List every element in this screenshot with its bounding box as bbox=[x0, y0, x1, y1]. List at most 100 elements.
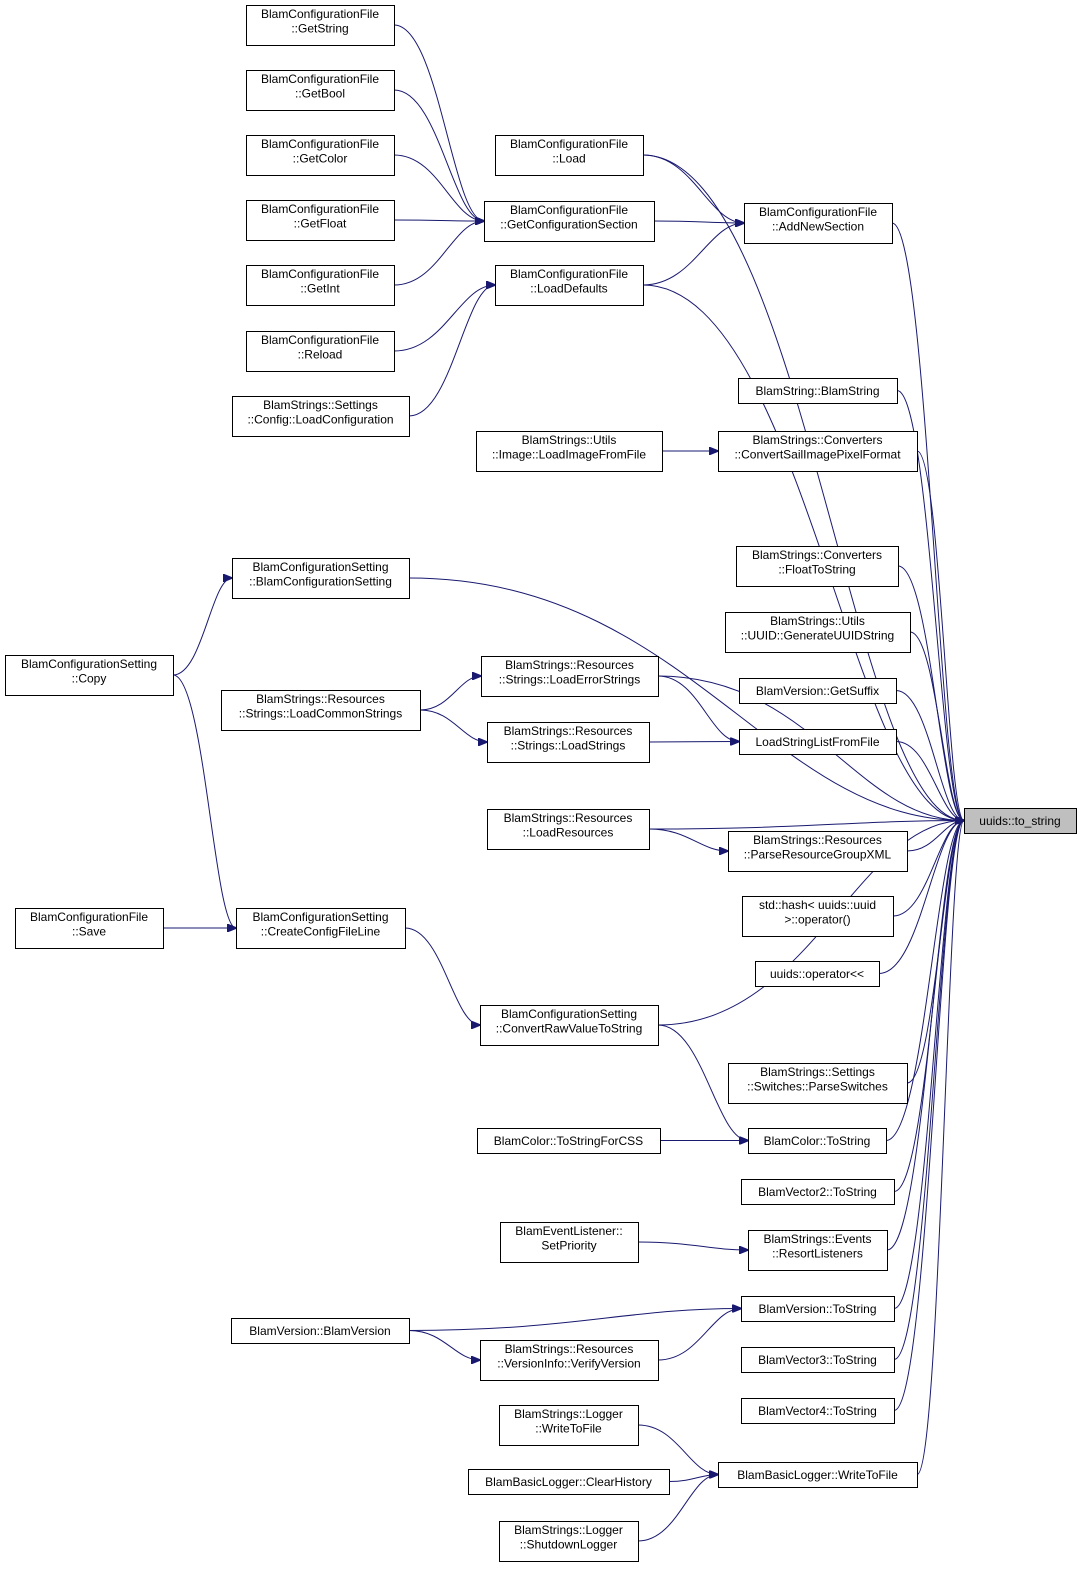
node-loadresources[interactable]: BlamStrings::Resources::LoadResources bbox=[487, 809, 650, 850]
node-parseresourcegroup[interactable]: BlamStrings::Resources::ParseResourceGro… bbox=[728, 831, 908, 872]
node-copy[interactable]: BlamConfigurationSetting::Copy bbox=[5, 655, 174, 696]
node-label: ::Copy bbox=[72, 672, 107, 686]
node-load[interactable]: BlamConfigurationFile::Load bbox=[495, 135, 644, 176]
node-label: BlamColor::ToString bbox=[764, 1134, 871, 1148]
node-box bbox=[246, 331, 395, 372]
node-clearhistory[interactable]: BlamBasicLogger::ClearHistory bbox=[468, 1469, 670, 1495]
node-to-string[interactable]: uuids::to_string bbox=[964, 808, 1077, 834]
edge-copy-to-createconfigfileline bbox=[172, 674, 236, 928]
node-writetofile[interactable]: BlamStrings::Logger::WriteToFile bbox=[499, 1405, 639, 1446]
node-floattostring[interactable]: BlamStrings::Converters::FloatToString bbox=[736, 546, 899, 587]
node-blamstring[interactable]: BlamString::BlamString bbox=[738, 378, 898, 404]
node-label: BlamStrings::Settings bbox=[263, 398, 378, 412]
node-blamversion[interactable]: BlamVersion::BlamVersion bbox=[231, 1318, 410, 1344]
node-label: ::BlamConfigurationSetting bbox=[249, 575, 392, 589]
edge-convertsail-to-to-string bbox=[916, 450, 964, 821]
node-label: SetPriority bbox=[541, 1239, 596, 1253]
node-label: BlamEventListener:: bbox=[515, 1224, 622, 1238]
node-label: ::GetColor bbox=[293, 152, 348, 166]
node-versiontostring[interactable]: BlamVersion::ToString bbox=[741, 1296, 895, 1322]
edge-copy-to-blamconfigsetting bbox=[172, 578, 232, 676]
node-getbool[interactable]: BlamConfigurationFile::GetBool bbox=[246, 70, 395, 111]
node-loaddefaults[interactable]: BlamConfigurationFile::LoadDefaults bbox=[495, 265, 644, 306]
node-loaderrorstrings[interactable]: BlamStrings::Resources::Strings::LoadErr… bbox=[481, 656, 659, 697]
node-convertrawvalue[interactable]: BlamConfigurationSetting::ConvertRawValu… bbox=[480, 1005, 659, 1046]
node-label: BlamConfigurationSetting bbox=[21, 657, 157, 671]
edge-loadstrings-to-loadstringlist bbox=[648, 742, 739, 743]
node-operatorshift[interactable]: uuids::operator<< bbox=[755, 961, 880, 987]
node-getfloat[interactable]: BlamConfigurationFile::GetFloat bbox=[246, 200, 395, 241]
node-box bbox=[480, 1005, 659, 1046]
edge-blamversion-to-versiontostring bbox=[408, 1309, 741, 1331]
node-getcolor[interactable]: BlamConfigurationFile::GetColor bbox=[246, 135, 395, 176]
edge-operatorshift-to-to-string bbox=[878, 821, 964, 974]
node-label: ::Reload bbox=[298, 348, 343, 362]
node-label: BlamStrings::Resources bbox=[504, 811, 633, 825]
edge-loadstringlist-to-to-string bbox=[895, 741, 964, 821]
node-label: ::Load bbox=[552, 152, 585, 166]
edge-parseswitches-to-to-string bbox=[906, 821, 964, 1084]
node-save[interactable]: BlamConfigurationFile::Save bbox=[15, 908, 164, 949]
node-box bbox=[246, 265, 395, 306]
node-label: BlamConfigurationSetting bbox=[252, 910, 388, 924]
node-addnewsection[interactable]: BlamConfigurationFile::AddNewSection bbox=[744, 203, 893, 244]
node-stdhash[interactable]: std::hash< uuids::uuid>::operator() bbox=[742, 896, 894, 937]
node-shutdownlogger[interactable]: BlamStrings::Logger::ShutdownLogger bbox=[499, 1521, 639, 1562]
node-vector2tostring[interactable]: BlamVector2::ToString bbox=[741, 1179, 895, 1205]
node-label: ::Config::LoadConfiguration bbox=[247, 413, 393, 427]
node-tostringforcss[interactable]: BlamColor::ToStringForCSS bbox=[477, 1128, 661, 1154]
node-getint[interactable]: BlamConfigurationFile::GetInt bbox=[246, 265, 395, 306]
node-box bbox=[221, 690, 421, 731]
node-box bbox=[232, 558, 410, 599]
node-label: BlamVersion::GetSuffix bbox=[756, 684, 879, 698]
node-box bbox=[481, 656, 659, 697]
node-vector4tostring[interactable]: BlamVector4::ToString bbox=[741, 1398, 895, 1424]
node-label: BlamStrings::Logger bbox=[514, 1523, 623, 1537]
node-label: BlamConfigurationFile bbox=[261, 333, 379, 347]
node-label: BlamVector2::ToString bbox=[758, 1185, 877, 1199]
node-reload[interactable]: BlamConfigurationFile::Reload bbox=[246, 331, 395, 372]
node-label: ::CreateConfigFileLine bbox=[261, 925, 381, 939]
node-box bbox=[487, 722, 650, 763]
node-label: BlamVector3::ToString bbox=[758, 1353, 877, 1367]
node-label: ::Strings::LoadCommonStrings bbox=[239, 707, 402, 721]
node-convertsail[interactable]: BlamStrings::Converters::ConvertSailImag… bbox=[718, 431, 918, 472]
node-box bbox=[15, 908, 164, 949]
node-basicwritetofile[interactable]: BlamBasicLogger::WriteToFile bbox=[718, 1462, 918, 1488]
node-loadstrings[interactable]: BlamStrings::Resources::Strings::LoadStr… bbox=[487, 722, 650, 763]
node-blamconfigsetting[interactable]: BlamConfigurationSetting::BlamConfigurat… bbox=[232, 558, 410, 599]
node-resortlisteners[interactable]: BlamStrings::Events::ResortListeners bbox=[748, 1230, 888, 1271]
node-box bbox=[231, 1318, 410, 1344]
node-label: ::GetString bbox=[291, 22, 348, 36]
node-label: ::Save bbox=[72, 925, 106, 939]
node-setpriority[interactable]: BlamEventListener::SetPriority bbox=[500, 1222, 639, 1263]
edge-loadcommonstrings-to-loaderrorstrings bbox=[419, 676, 481, 711]
node-generateuuid[interactable]: BlamStrings::Utils::UUID::GenerateUUIDSt… bbox=[725, 612, 911, 653]
node-label: BlamConfigurationFile bbox=[261, 137, 379, 151]
node-loadimagefromfile[interactable]: BlamStrings::Utils::Image::LoadImageFrom… bbox=[476, 431, 663, 472]
node-box bbox=[499, 1521, 639, 1562]
node-label: BlamStrings::Utils bbox=[770, 614, 865, 628]
node-getstring[interactable]: BlamConfigurationFile::GetString bbox=[246, 5, 395, 46]
node-verifyversion[interactable]: BlamStrings::Resources::VersionInfo::Ver… bbox=[480, 1340, 659, 1381]
node-box bbox=[246, 135, 395, 176]
node-loadstringlist[interactable]: LoadStringListFromFile bbox=[739, 729, 897, 755]
edge-writetofile-to-basicwritetofile bbox=[637, 1424, 718, 1475]
node-vector3tostring[interactable]: BlamVector3::ToString bbox=[741, 1347, 895, 1373]
node-createconfigfileline[interactable]: BlamConfigurationSetting::CreateConfigFi… bbox=[236, 908, 406, 949]
node-label: ::FloatToString bbox=[778, 563, 855, 577]
node-label: BlamBasicLogger::ClearHistory bbox=[485, 1475, 652, 1489]
node-getsuffix[interactable]: BlamVersion::GetSuffix bbox=[739, 678, 897, 704]
edge-getsuffix-to-to-string bbox=[895, 690, 964, 821]
node-label: BlamConfigurationFile bbox=[510, 203, 628, 217]
node-loadconfiguration[interactable]: BlamStrings::Settings::Config::LoadConfi… bbox=[232, 396, 410, 437]
node-getconfigsection[interactable]: BlamConfigurationFile::GetConfigurationS… bbox=[484, 201, 655, 242]
node-label: BlamBasicLogger::WriteToFile bbox=[737, 1468, 898, 1482]
node-colortostring[interactable]: BlamColor::ToString bbox=[748, 1128, 887, 1154]
node-parseswitches[interactable]: BlamStrings::Settings::Switches::ParseSw… bbox=[728, 1063, 908, 1104]
edge-verifyversion-to-versiontostring bbox=[657, 1309, 741, 1361]
node-label: BlamStrings::Resources bbox=[505, 658, 634, 672]
node-label: ::ParseResourceGroupXML bbox=[744, 848, 892, 862]
node-loadcommonstrings[interactable]: BlamStrings::Resources::Strings::LoadCom… bbox=[221, 690, 421, 731]
node-label: ::GetBool bbox=[295, 87, 345, 101]
